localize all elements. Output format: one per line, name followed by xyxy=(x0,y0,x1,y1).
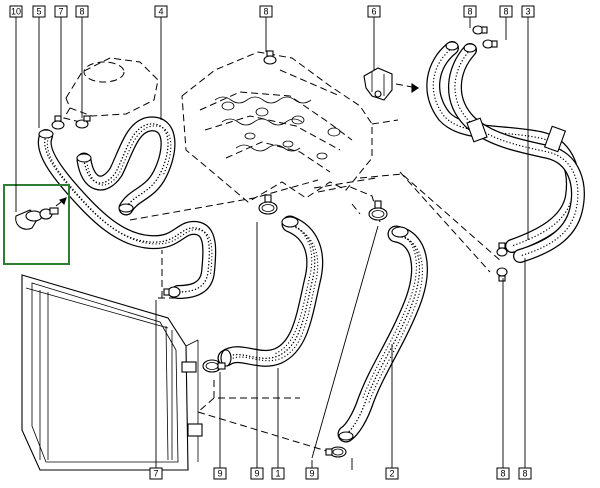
svg-text:9: 9 xyxy=(309,469,314,479)
callout-9: 9 xyxy=(213,467,227,480)
clamp-icon xyxy=(325,446,347,458)
svg-text:8: 8 xyxy=(522,469,527,479)
hose-2 xyxy=(337,225,428,443)
callout-7: 7 xyxy=(54,5,68,18)
svg-text:3: 3 xyxy=(525,7,530,17)
callout-8: 8 xyxy=(499,5,513,18)
callout-8: 8 xyxy=(496,467,510,480)
callout-9: 9 xyxy=(250,467,264,480)
callout-boxes-bottom: 7 9 9 1 9 2 8 8 xyxy=(149,467,532,480)
leader-lines xyxy=(15,17,529,470)
svg-text:10: 10 xyxy=(11,7,21,17)
svg-text:1: 1 xyxy=(275,469,280,479)
clamp-icon xyxy=(496,267,508,282)
clamp-icon xyxy=(496,242,508,257)
callout-7: 7 xyxy=(149,467,163,480)
callout-1: 1 xyxy=(271,467,285,480)
callout-5: 5 xyxy=(32,5,46,18)
clamp-icon xyxy=(163,286,181,298)
svg-text:8: 8 xyxy=(263,7,268,17)
svg-text:7: 7 xyxy=(153,469,158,479)
assembly-dashed-lines xyxy=(129,69,503,453)
svg-text:8: 8 xyxy=(503,7,508,17)
hose-1 xyxy=(217,215,324,367)
callout-8: 8 xyxy=(463,5,477,18)
clamps xyxy=(51,25,508,458)
svg-text:4: 4 xyxy=(158,7,163,17)
svg-text:5: 5 xyxy=(36,7,41,17)
callout-2: 2 xyxy=(385,467,399,480)
svg-text:6: 6 xyxy=(371,7,376,17)
callout-8: 8 xyxy=(75,5,89,18)
clamp-icon xyxy=(263,50,277,65)
radiator xyxy=(21,274,203,471)
expansion-tank-outline xyxy=(63,57,159,123)
bracket-part-6 xyxy=(363,67,419,101)
callout-3: 3 xyxy=(521,5,535,18)
callout-boxes-top: 10 5 7 8 4 8 6 8 8 3 xyxy=(9,5,535,18)
clamp-icon xyxy=(258,194,278,215)
svg-text:9: 9 xyxy=(217,469,222,479)
svg-text:8: 8 xyxy=(500,469,505,479)
callout-8: 8 xyxy=(518,467,532,480)
svg-text:7: 7 xyxy=(58,7,63,17)
engine-block-outline xyxy=(181,51,381,223)
clamp-icon xyxy=(472,25,488,35)
clamp-icon xyxy=(368,200,388,221)
callout-9: 9 xyxy=(305,467,319,480)
clamp-icon xyxy=(15,197,67,230)
hose-4 xyxy=(76,116,176,216)
callout-8: 8 xyxy=(259,5,273,18)
highlight-box-part-10 xyxy=(3,184,70,265)
callout-4: 4 xyxy=(154,5,168,18)
callout-10: 10 xyxy=(9,5,23,18)
hose-3 xyxy=(426,41,585,263)
svg-text:8: 8 xyxy=(467,7,472,17)
clamp-icon xyxy=(482,39,498,49)
clamp-icon xyxy=(51,115,65,130)
svg-text:9: 9 xyxy=(254,469,259,479)
highlight-frame xyxy=(3,184,70,265)
callout-6: 6 xyxy=(367,5,381,18)
svg-text:2: 2 xyxy=(389,469,394,479)
clamp-icon xyxy=(75,115,91,129)
clamp-icon xyxy=(202,359,226,373)
svg-text:8: 8 xyxy=(79,7,84,17)
